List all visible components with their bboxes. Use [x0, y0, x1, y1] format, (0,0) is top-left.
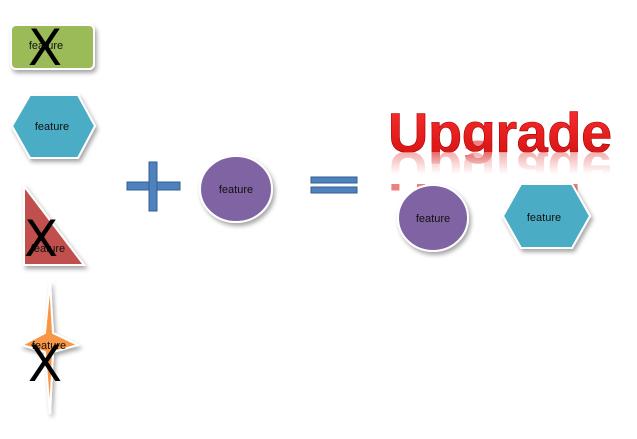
- plus-vertical-bar: [148, 161, 158, 212]
- red-triangle-body: [23, 183, 87, 266]
- orange-star-x-mark: X: [28, 335, 62, 393]
- result-circle-shape: feature: [397, 184, 469, 252]
- result-circle-label: feature: [416, 213, 450, 225]
- cyan-hexagon-label: feature: [35, 121, 69, 133]
- result-hexagon-body: [501, 183, 592, 249]
- upgrade-reflection-fade: [384, 152, 624, 184]
- red-triangle-x-mark: X: [24, 210, 58, 268]
- green-rectangle-shape: feature X: [10, 19, 95, 77]
- result-circle-body: [397, 184, 469, 252]
- orange-star-label: feature: [32, 340, 66, 352]
- red-triangle-label: feature: [31, 243, 65, 255]
- purple-circle-body: [199, 155, 273, 223]
- orange-star-body: [19, 281, 81, 415]
- cyan-hexagon-body: [10, 94, 97, 159]
- green-rectangle-body: [10, 24, 95, 70]
- equals-bottom-bar: [310, 186, 358, 194]
- equals-operator: [310, 176, 358, 194]
- green-rectangle-label: feature: [29, 40, 63, 52]
- red-triangle-shape: feature X: [23, 183, 87, 268]
- green-rectangle-x-mark: X: [28, 19, 62, 77]
- cyan-hexagon-shape: feature: [10, 94, 97, 159]
- orange-star-shape: feature X: [19, 281, 81, 415]
- plus-operator: [126, 161, 181, 212]
- purple-circle-label: feature: [219, 184, 253, 196]
- upgrade-heading: Upgrade Upgrade: [384, 101, 624, 203]
- result-hexagon-shape: feature: [501, 183, 592, 249]
- equals-top-bar: [310, 176, 358, 184]
- result-hexagon-label: feature: [527, 212, 561, 224]
- purple-circle-shape: feature: [199, 155, 273, 223]
